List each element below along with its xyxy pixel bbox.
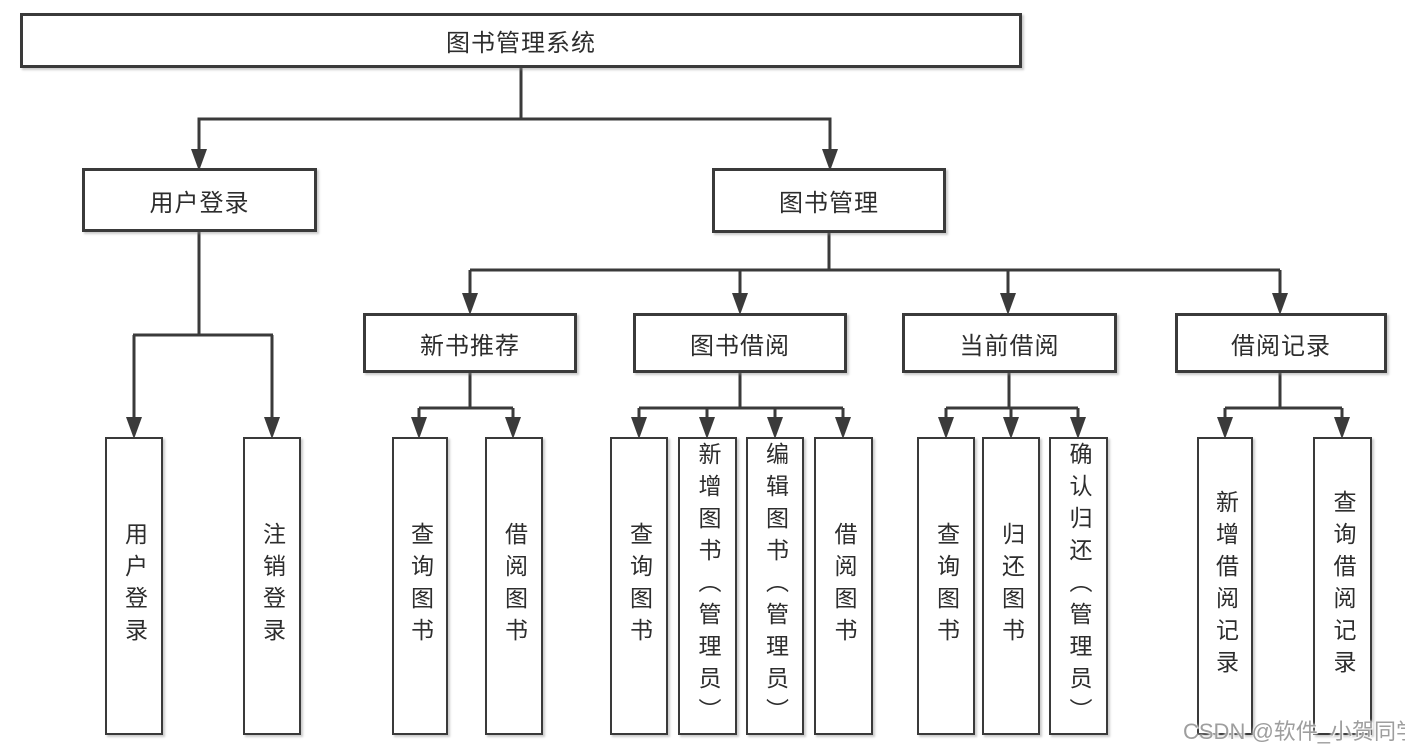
- leaf-label: 编辑图书（管理员）: [762, 442, 789, 730]
- leaf-query-books-borrowing: 查询图书: [610, 437, 668, 735]
- leaf-query-books-current: 查询图书: [917, 437, 975, 735]
- node-label: 图书管理: [779, 190, 879, 217]
- leaf-borrow-books-recommend: 借阅图书: [485, 437, 543, 735]
- leaf-label: 确认归还（管理员）: [1066, 442, 1092, 730]
- leaf-query-books-recommend: 查询图书: [392, 437, 448, 735]
- node-new-book-recommendation: 新书推荐: [363, 313, 577, 373]
- node-label: 图书管理系统: [446, 30, 596, 57]
- leaf-return-book: 归还图书: [982, 437, 1040, 735]
- node-book-borrowing: 图书借阅: [633, 313, 847, 373]
- leaf-edit-book-admin: 编辑图书（管理员）: [746, 437, 804, 735]
- node-user-login-module: 用户登录: [82, 168, 317, 232]
- leaf-query-borrow-record: 查询借阅记录: [1313, 437, 1372, 735]
- leaf-label: 查询图书: [933, 522, 960, 650]
- node-current-borrowing: 当前借阅: [902, 313, 1117, 373]
- node-label: 当前借阅: [959, 332, 1060, 360]
- leaf-label: 查询图书: [626, 522, 653, 650]
- leaf-label: 归还图书: [998, 522, 1025, 650]
- leaf-label: 借阅图书: [501, 522, 528, 650]
- node-book-management-system: 图书管理系统: [20, 13, 1022, 68]
- leaf-label: 新增图书（管理员）: [695, 442, 721, 730]
- leaf-label: 查询图书: [407, 522, 434, 650]
- node-label: 用户登录: [149, 189, 250, 217]
- node-borrowing-records: 借阅记录: [1175, 313, 1387, 373]
- node-label: 借阅记录: [1231, 332, 1331, 360]
- leaf-label: 新增借阅记录: [1212, 490, 1239, 682]
- leaf-borrow-book: 借阅图书: [814, 437, 873, 735]
- leaf-label: 用户登录: [121, 522, 148, 650]
- node-label: 新书推荐: [420, 332, 520, 360]
- leaf-add-book-admin: 新增图书（管理员）: [678, 437, 737, 735]
- node-book-management-module: 图书管理: [712, 168, 946, 233]
- leaf-confirm-return-admin: 确认归还（管理员）: [1049, 437, 1108, 735]
- leaf-logout: 注销登录: [243, 437, 301, 735]
- leaf-label: 查询借阅记录: [1330, 490, 1356, 682]
- leaf-label: 注销登录: [259, 522, 286, 650]
- leaf-label: 借阅图书: [831, 522, 857, 650]
- leaf-user-login: 用户登录: [105, 437, 163, 735]
- leaf-add-borrow-record: 新增借阅记录: [1197, 437, 1253, 735]
- node-label: 图书借阅: [690, 332, 790, 360]
- watermark-text: CSDN @软件_小贺同学: [1183, 719, 1405, 744]
